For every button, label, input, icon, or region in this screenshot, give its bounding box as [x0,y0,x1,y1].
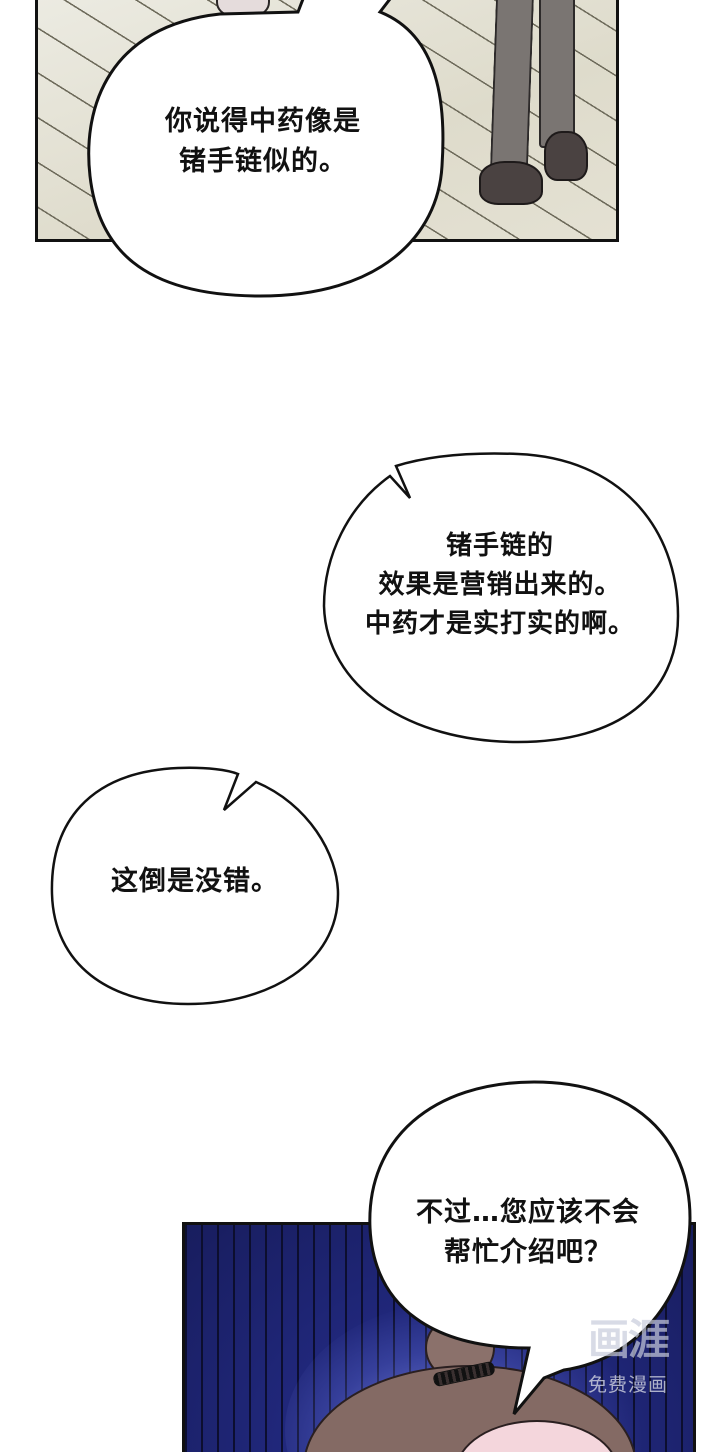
watermark-tagline: 免费漫画 [587,1374,668,1396]
watermark-logo: 画涯 [587,1315,670,1364]
bubble-2-line-1: 锗手链的 [445,530,554,561]
bubble-2-line-3: 中药才是实打实的啊。 [364,608,635,639]
bubble-4-text: 不过…您应该不会 帮忙介绍吧？ [416,1193,640,1274]
bubble-1-line-1: 你说得中药像是 [165,105,361,137]
bubble-outline [50,766,340,1006]
right-leg [539,0,575,148]
speech-bubble-1: 你说得中药像是 锗手链似的。 [80,0,446,298]
bubble-outline [368,1080,692,1415]
speech-bubble-4: 不过…您应该不会 帮忙介绍吧？ [364,1078,692,1415]
bubble-4-line-2: 帮忙介绍吧？ [444,1237,612,1268]
speech-bubble-2: 锗手链的 效果是营销出来的。 中药才是实打实的啊。 [318,446,682,744]
bubble-2-text: 锗手链的 效果是营销出来的。 中药才是实打实的啊。 [365,527,635,644]
bubble-4-line-1: 不过…您应该不会 [416,1196,640,1228]
bubble-outline [322,452,680,744]
bubble-2-line-2: 效果是营销出来的。 [378,569,622,600]
speech-bubble-3: 这倒是没错。 [48,764,342,1008]
bubble-outline [87,0,445,298]
bubble-1-line-2: 锗手链似的。 [179,146,347,177]
bubble-3-line-1: 这倒是没错。 [111,865,279,897]
character-legs [453,0,575,168]
watermark: 画涯 免费漫画 [566,1318,690,1397]
bubble-1-text: 你说得中药像是 锗手链似的。 [165,102,361,183]
bubble-3-text: 这倒是没错。 [111,862,279,903]
left-shoe [479,161,543,205]
left-leg [489,0,535,168]
right-shoe [544,131,588,181]
